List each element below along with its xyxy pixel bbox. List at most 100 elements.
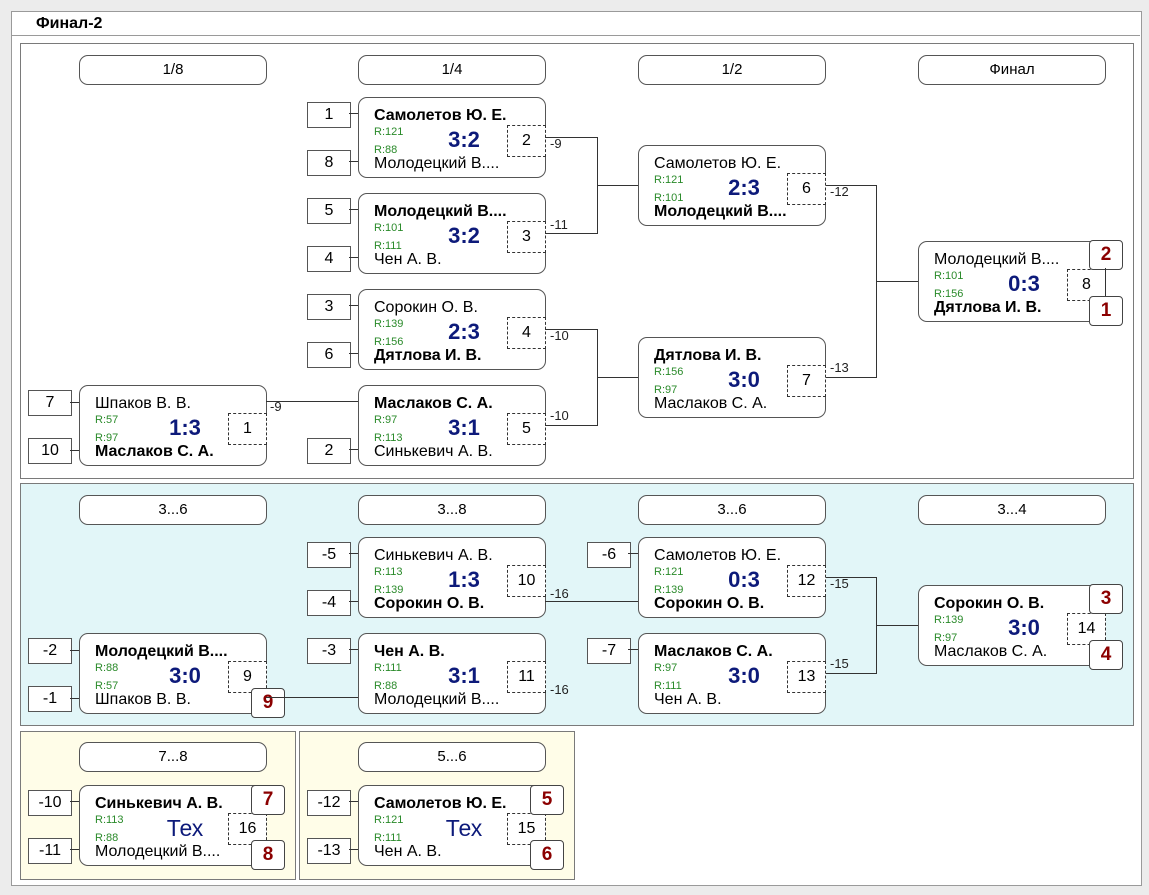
place-badge: 5: [530, 785, 564, 815]
rating-top: R:121: [374, 126, 404, 138]
seed-box: 3: [307, 294, 351, 320]
seed-box: 1: [307, 102, 351, 128]
player-top: Шпаков В. В.: [95, 395, 191, 412]
place-badge: 8: [251, 840, 285, 870]
match-score: 3:2: [448, 127, 480, 152]
seed-box: 6: [307, 342, 351, 368]
connector-line: [628, 553, 638, 554]
round-header: 3...8: [358, 495, 546, 525]
rating-bottom: R:156: [374, 336, 404, 348]
loser-link-label: -9: [270, 399, 282, 414]
loser-link-label: -10: [550, 328, 569, 343]
connector-line: [70, 402, 79, 403]
connector-line: [70, 650, 79, 651]
match-number: 3: [507, 221, 546, 253]
seed-box: 4: [307, 246, 351, 272]
player-bottom: Чен А. В.: [374, 251, 442, 268]
match-number: 5: [507, 413, 546, 445]
seed-box: -4: [307, 590, 351, 616]
rating-top: R:111: [374, 662, 402, 674]
match-score: 3:0: [169, 663, 201, 688]
connector-line: [545, 601, 638, 602]
round-header: 5...6: [358, 742, 546, 772]
connector-line: [349, 257, 358, 258]
loser-link-label: -16: [550, 586, 569, 601]
connector-line: [349, 449, 358, 450]
player-bottom: Чен А. В.: [654, 691, 722, 708]
rating-top: R:88: [95, 662, 119, 674]
rating-bottom: R:111: [654, 680, 682, 692]
match-score: 3:1: [448, 415, 480, 440]
player-bottom: Молодецкий В....: [374, 155, 500, 172]
loser-link-label: -16: [550, 682, 569, 697]
connector-line: [70, 849, 79, 850]
seed-box: 5: [307, 198, 351, 224]
connector-line: [349, 353, 358, 354]
connector-line: [826, 377, 877, 378]
seed-box: -7: [587, 638, 631, 664]
connector-line: [349, 801, 358, 802]
rating-top: R:101: [374, 222, 404, 234]
match-number: 6: [787, 173, 826, 205]
match-number: 2: [507, 125, 546, 157]
seed-box: -11: [28, 838, 72, 864]
match-number: 8: [1067, 269, 1106, 301]
loser-link-label: -15: [830, 656, 849, 671]
rating-bottom: R:139: [374, 584, 404, 596]
rating-top: R:57: [95, 414, 119, 426]
seed-box: -10: [28, 790, 72, 816]
seed-box: -12: [307, 790, 351, 816]
match-number: 1: [228, 413, 267, 445]
connector-line: [266, 401, 358, 402]
rating-top: R:101: [934, 270, 964, 282]
connector-line: [545, 425, 598, 426]
player-bottom: Сорокин О. В.: [654, 595, 765, 612]
match-score: 2:3: [448, 319, 480, 344]
rating-bottom: R:88: [374, 144, 398, 156]
connector-line: [349, 553, 358, 554]
connector-line: [70, 801, 79, 802]
player-bottom: Сорокин О. В.: [374, 595, 485, 612]
match-number: 9: [228, 661, 267, 693]
player-top: Молодецкий В....: [95, 643, 228, 660]
connector-line: [597, 185, 638, 186]
player-top: Самолетов Ю. Е.: [654, 547, 782, 564]
match-number: 13: [787, 661, 826, 693]
connector-line: [545, 137, 598, 138]
connector-line: [349, 113, 358, 114]
match-number: 10: [507, 565, 546, 597]
title-divider: [12, 35, 1140, 36]
player-bottom: Дятлова И. В.: [934, 299, 1042, 316]
rating-top: R:139: [374, 318, 404, 330]
loser-link-label: -12: [830, 184, 849, 199]
round-header: 7...8: [79, 742, 267, 772]
match-score: 3:1: [448, 663, 480, 688]
rating-top: R:97: [654, 662, 678, 674]
loser-link-label: -15: [830, 576, 849, 591]
connector-line: [826, 577, 877, 578]
match-number: 11: [507, 661, 546, 693]
match-number: 4: [507, 317, 546, 349]
match-score: 3:2: [448, 223, 480, 248]
player-top: Сорокин О. В.: [934, 595, 1045, 612]
match-score: Тех: [166, 815, 204, 841]
player-top: Сорокин О. В.: [374, 299, 478, 316]
connector-line: [70, 450, 79, 451]
round-header: 3...4: [918, 495, 1106, 525]
